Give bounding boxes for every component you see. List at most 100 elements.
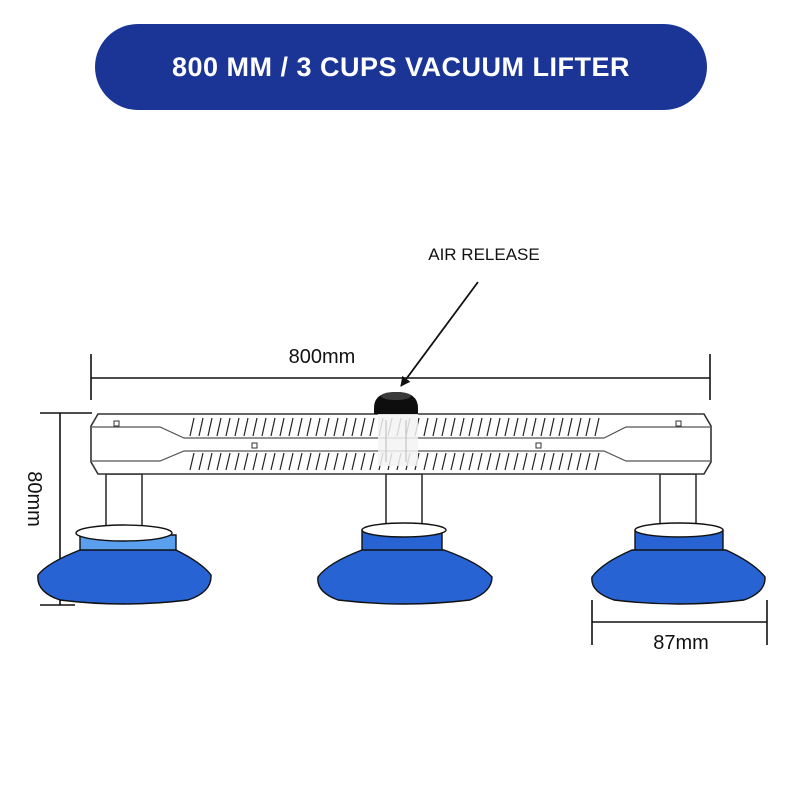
suction-cup-center: [317, 522, 493, 605]
grip-ridge: [297, 452, 303, 471]
grip-ridge: [495, 417, 501, 437]
grip-ridge: [576, 417, 582, 437]
grip-ridge: [495, 452, 501, 471]
grip-ridge: [279, 417, 285, 437]
grip-ridge: [198, 417, 204, 437]
air-release-arrow: [400, 281, 479, 387]
grip-ridge: [513, 452, 519, 471]
grip-ridge: [216, 417, 222, 437]
grip-ridge: [225, 417, 231, 437]
grip-ridge: [270, 452, 276, 471]
length-label: 800mm: [289, 346, 356, 368]
title-text: 800 MM / 3 CUPS VACUUM LIFTER: [171, 51, 631, 82]
stem-right: [659, 473, 697, 531]
beam-hole: [251, 442, 258, 449]
grip-ridge: [477, 452, 483, 471]
grip-ridge: [594, 452, 600, 471]
grip-ridge: [225, 452, 231, 471]
grip-ridges-top: [189, 417, 600, 437]
cup-diameter-dimension: [591, 600, 768, 645]
grip-ridge: [342, 417, 348, 437]
stem-left: [105, 473, 143, 531]
grip-ridge: [360, 417, 366, 437]
grip-ridge: [261, 452, 267, 471]
grip-ridge: [297, 417, 303, 437]
grip-ridge: [441, 417, 447, 437]
grip-ridge: [441, 452, 447, 471]
grip-ridge: [207, 417, 213, 437]
grip-ridge: [243, 452, 249, 471]
grip-ridge: [567, 452, 573, 471]
grip-ridge: [459, 417, 465, 437]
grip-ridge: [288, 417, 294, 437]
grip-ridge: [423, 452, 429, 471]
grip-ridge: [306, 452, 312, 471]
grip-ridge: [189, 452, 195, 471]
grip-ridge: [252, 452, 258, 471]
grip-ridge: [423, 417, 429, 437]
air-release-valve-icon: [374, 392, 418, 466]
grip-ridge: [432, 452, 438, 471]
grip-ridge: [306, 417, 312, 437]
beam-hole: [113, 420, 120, 427]
grip-ridge: [216, 452, 222, 471]
grip-ridge: [315, 417, 321, 437]
grip-ridge: [558, 452, 564, 471]
grip-ridge: [360, 452, 366, 471]
grip-ridge: [324, 452, 330, 471]
grip-ridge: [594, 417, 600, 437]
grip-ridge: [477, 417, 483, 437]
grip-ridge: [315, 452, 321, 471]
grip-ridge: [486, 452, 492, 471]
grip-ridge: [549, 417, 555, 437]
air-release-label: AIR RELEASE: [428, 245, 540, 264]
grip-ridge: [468, 417, 474, 437]
grip-ridge: [450, 417, 456, 437]
grip-ridge: [342, 452, 348, 471]
beam-hole: [535, 442, 542, 449]
suction-cup-left: [37, 524, 212, 605]
grip-ridge: [522, 417, 528, 437]
grip-ridge: [531, 417, 537, 437]
grip-ridge: [504, 452, 510, 471]
grip-ridge: [369, 452, 375, 471]
grip-ridge: [261, 417, 267, 437]
grip-ridge: [540, 452, 546, 471]
title-banner: 800 MM / 3 CUPS VACUUM LIFTER: [95, 24, 707, 110]
beam-hole: [675, 420, 682, 427]
grip-ridge: [585, 452, 591, 471]
suction-cup-right: [591, 522, 766, 605]
grip-ridge: [549, 452, 555, 471]
grip-ridge: [270, 417, 276, 437]
grip-ridge: [351, 417, 357, 437]
stems: [105, 473, 697, 531]
grip-ridge: [486, 417, 492, 437]
grip-ridge: [567, 417, 573, 437]
grip-ridge: [234, 417, 240, 437]
grip-ridge: [288, 452, 294, 471]
grip-ridge: [576, 452, 582, 471]
grip-ridges-bottom: [189, 452, 600, 471]
grip-ridge: [369, 417, 375, 437]
grip-ridge: [450, 452, 456, 471]
grip-ridge: [522, 452, 528, 471]
grip-ridge: [333, 417, 339, 437]
grip-ridge: [333, 452, 339, 471]
grip-ridge: [468, 452, 474, 471]
cup-diameter-label: 87mm: [653, 632, 709, 654]
grip-ridge: [198, 452, 204, 471]
stem-center: [385, 473, 423, 531]
grip-ridge: [234, 452, 240, 471]
height-label: 80mm: [23, 471, 45, 527]
grip-ridge: [351, 452, 357, 471]
grip-ridge: [585, 417, 591, 437]
grip-ridge: [252, 417, 258, 437]
grip-ridge: [189, 417, 195, 437]
grip-ridge: [558, 417, 564, 437]
grip-ridge: [504, 417, 510, 437]
grip-ridge: [279, 452, 285, 471]
grip-ridge: [540, 417, 546, 437]
grip-ridge: [207, 452, 213, 471]
grip-ridge: [531, 452, 537, 471]
